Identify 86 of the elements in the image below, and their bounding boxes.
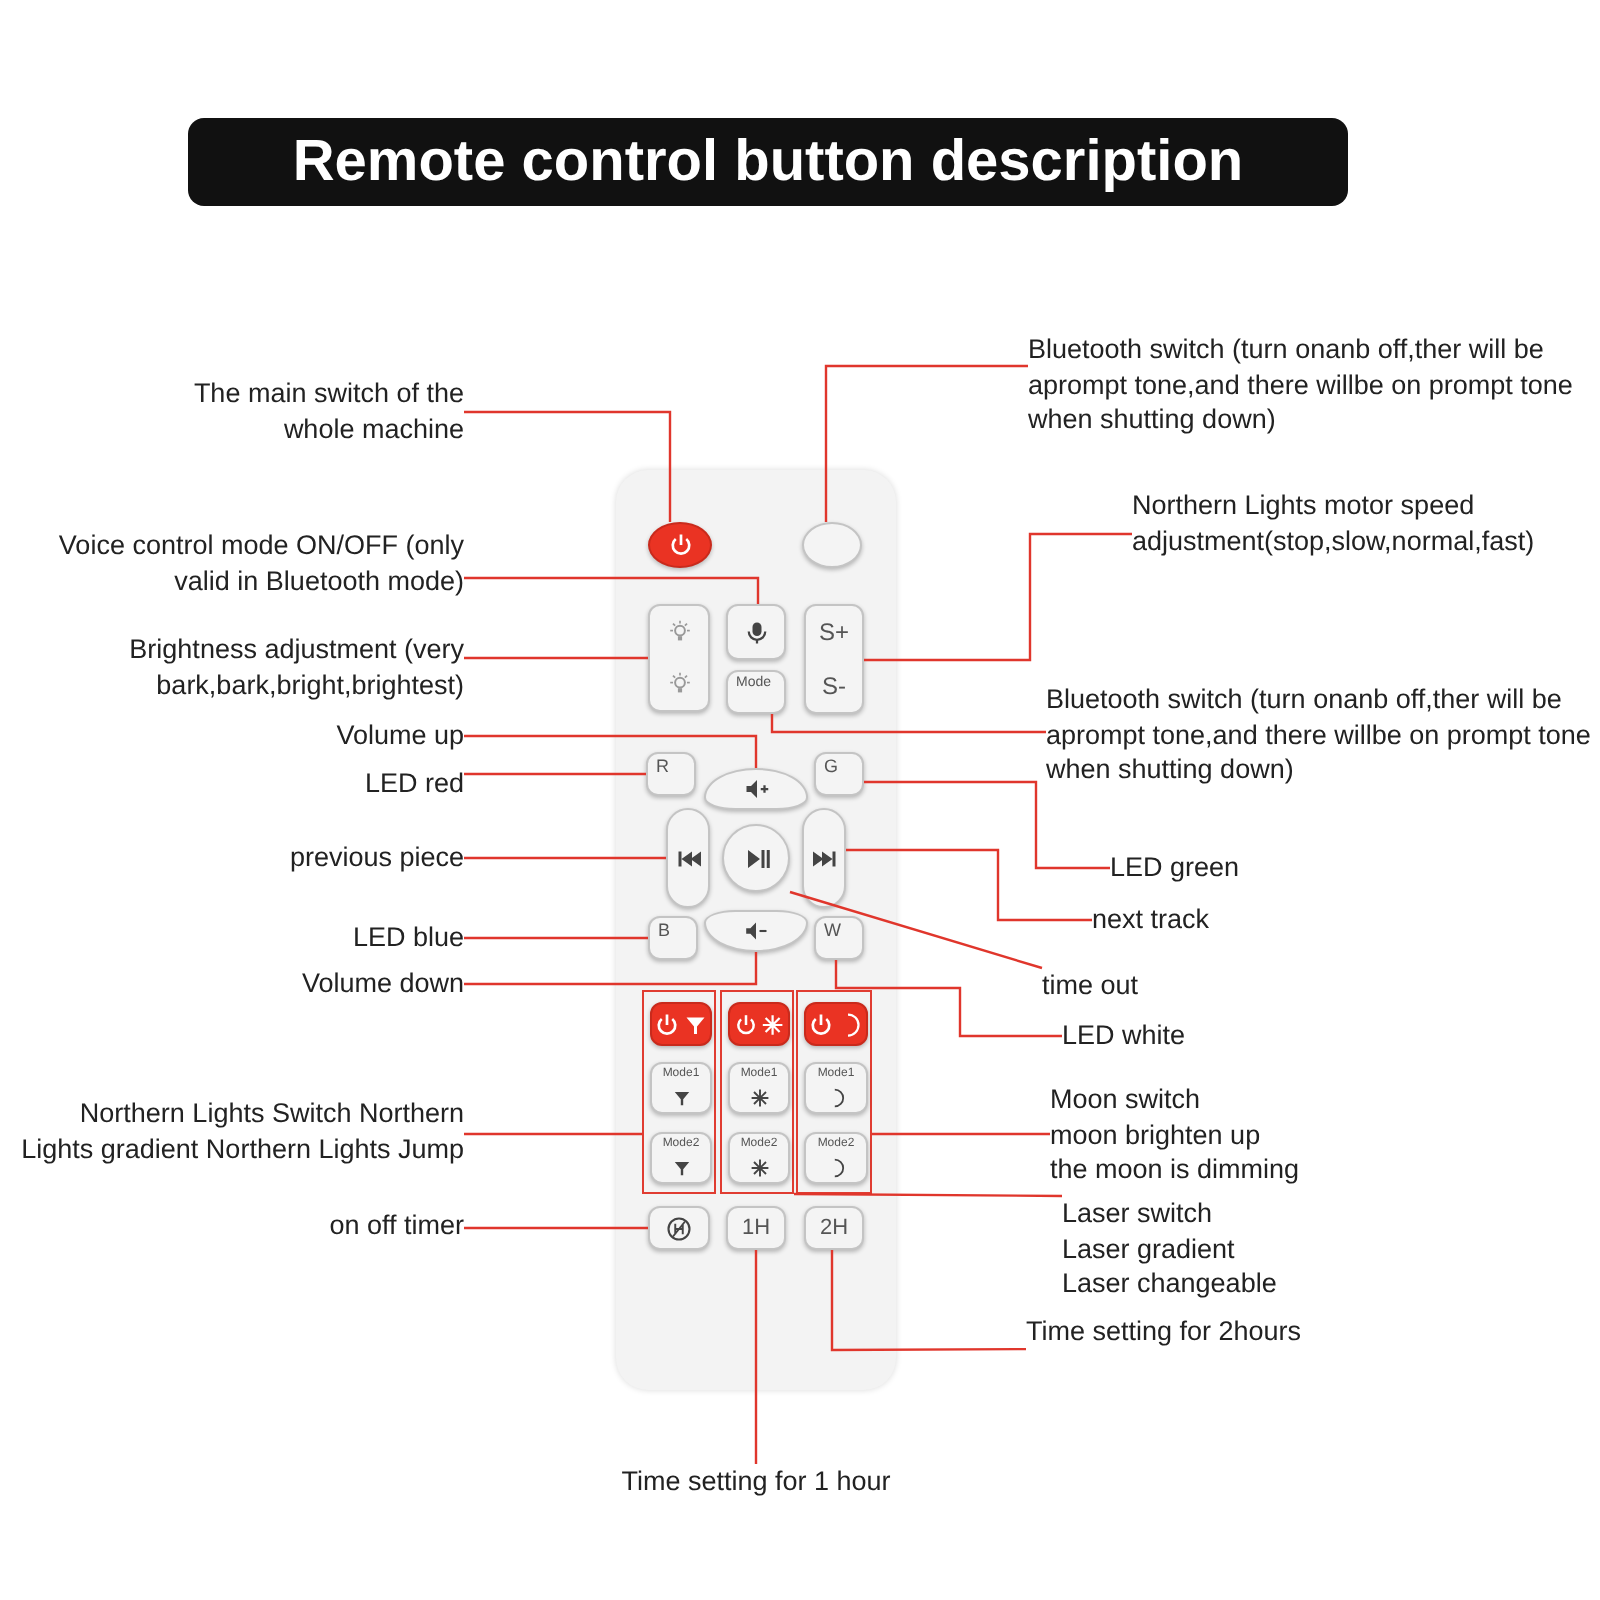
leader-line (789, 890, 1043, 970)
key-group-frame (642, 990, 716, 1194)
callout-text: Laser switch (1062, 1196, 1213, 1232)
leader-line (464, 936, 648, 940)
remote-key (646, 752, 696, 796)
remote-body (616, 470, 896, 1390)
callout-text: Northern Lights motor speed adjustment(stop,slow,normal,fast) (1132, 488, 1537, 559)
leader-line (872, 1132, 1050, 1136)
remote-key (704, 768, 808, 810)
leader-line (464, 410, 672, 522)
callout-text: Moon switch (1050, 1082, 1201, 1118)
callout-text: The main switch of the whole machine (191, 376, 464, 447)
callout-text: Time setting for 1 hour (621, 1464, 891, 1500)
leader-line (864, 532, 1132, 662)
callout-text: the moon is dimming (1050, 1152, 1300, 1188)
leader-line (464, 734, 758, 768)
remote-key (804, 1062, 868, 1114)
key-label: S+ (818, 620, 849, 645)
round-key (802, 522, 862, 568)
callout-text: on off timer (329, 1208, 464, 1244)
power-key (804, 1002, 868, 1046)
callout-text: previous piece (289, 840, 464, 876)
remote-key (804, 1132, 868, 1184)
key-label: W (824, 922, 841, 940)
key-label: R (656, 758, 669, 776)
remote-key (726, 604, 786, 660)
leader-line (794, 1192, 1062, 1198)
key-group-frame (720, 990, 794, 1194)
power-key (648, 522, 712, 568)
remote-key (648, 916, 698, 960)
remote-key (648, 1206, 710, 1250)
callout-text: LED white (1062, 1018, 1186, 1054)
callout-text: LED green (1110, 850, 1240, 886)
leader-line (464, 1226, 648, 1230)
callout-text: moon brighten up (1050, 1117, 1261, 1153)
callout-text: Laser gradient (1062, 1231, 1235, 1267)
callout-text: LED blue (352, 920, 464, 956)
key-label: 2H (819, 1217, 849, 1239)
leader-line (834, 960, 1062, 1038)
remote-key (726, 1206, 786, 1250)
leader-line (464, 952, 758, 986)
round-key (722, 824, 790, 892)
remote-key (814, 752, 864, 796)
remote-key (804, 1206, 864, 1250)
callout-text: Bluetooth switch (turn onanb off,ther will be aprompt tone,and there willbe on prompt tone when shutting down) (1028, 332, 1575, 438)
leader-line (464, 576, 760, 604)
key-label: B (658, 922, 671, 940)
remote-key (650, 1062, 712, 1114)
callout-text: Voice control mode ON/OFF (only valid in Bluetooth mode) (56, 528, 464, 599)
power-key (728, 1002, 790, 1046)
leader-line (846, 848, 1092, 922)
remote-key (804, 604, 864, 714)
leader-line (824, 364, 1028, 522)
callout-text: Bluetooth switch (turn onanb off,ther will be aprompt tone,and there willbe on prompt tone when shutting down) (1046, 682, 1593, 788)
leader-line (754, 1250, 758, 1464)
remote-key (704, 910, 808, 952)
key-group-frame (796, 990, 872, 1194)
remote-key (728, 1062, 790, 1114)
remote-key (728, 1132, 790, 1184)
remote-key (650, 1132, 712, 1184)
leader-line (864, 780, 1110, 870)
leader-line (464, 656, 648, 660)
callout-text: time out (1042, 968, 1139, 1004)
leader-line (830, 1250, 1026, 1352)
leader-line (464, 772, 646, 776)
callout-text: Time setting for 2hours (1026, 1314, 1302, 1350)
callout-text: Northern Lights Switch Northern Lights gradient Northern Lights Jump (19, 1096, 464, 1167)
remote-key (666, 808, 710, 908)
key-label: 1H (741, 1217, 771, 1239)
key-label: S- (822, 673, 846, 698)
key-label: G (824, 758, 839, 776)
callout-text: LED red (364, 766, 464, 802)
callout-text: Volume up (336, 718, 464, 754)
remote-key (814, 916, 864, 960)
leader-line (464, 856, 666, 860)
remote-key (648, 604, 710, 712)
callout-text: Volume down (301, 966, 464, 1002)
power-key (650, 1002, 712, 1046)
remote-key (802, 808, 846, 908)
title-banner: Remote control button description (188, 118, 1348, 206)
callout-text: Laser changeable (1062, 1266, 1277, 1302)
leader-line (464, 1132, 642, 1136)
leader-line (770, 714, 1046, 734)
remote-key (726, 670, 786, 714)
callout-text: Brightness adjustment (very bark,bark,bright,brightest) (127, 632, 464, 703)
callout-text: next track (1092, 902, 1210, 938)
